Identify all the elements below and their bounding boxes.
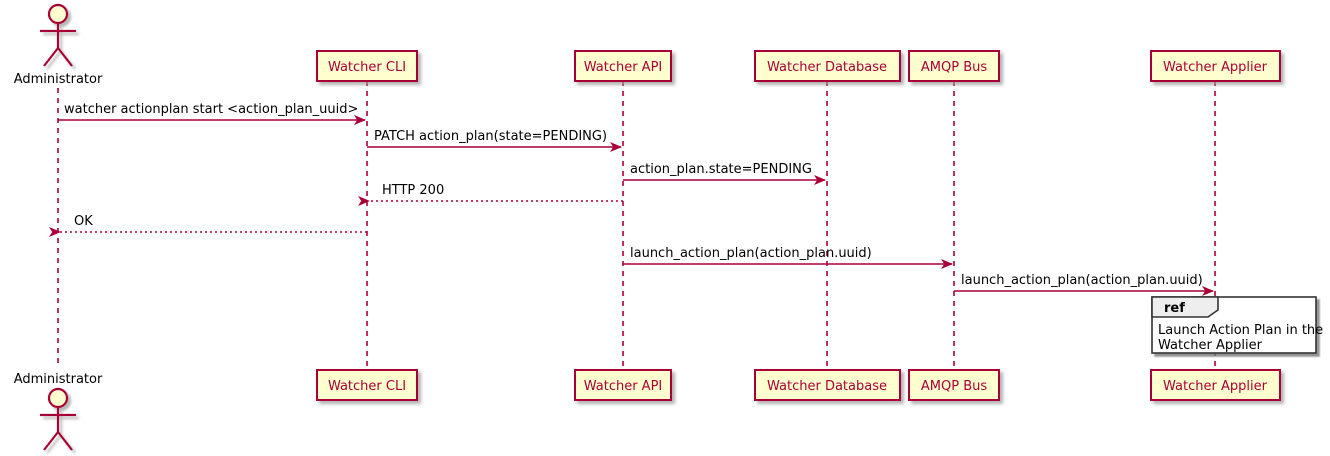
participant-label-watcher-api-bottom: Watcher API — [584, 379, 663, 394]
participant-label-watcher-database-top: Watcher Database — [767, 60, 887, 75]
participant-header-administrator[interactable]: Administrator — [14, 3, 103, 87]
participant-label-watcher-api-top: Watcher API — [584, 60, 663, 75]
participant-header-watcher-api[interactable]: Watcher API — [574, 50, 672, 82]
message-1: watcher actionplan start <action_plan_uu… — [58, 102, 366, 125]
participant-label-watcher-applier-bottom: Watcher Applier — [1163, 379, 1268, 394]
participant-label-watcher-database-bottom: Watcher Database — [767, 379, 887, 394]
message-6: launch_action_plan(action_plan.uuid) — [623, 246, 953, 269]
ref-fragment-line-2: Watcher Applier — [1158, 338, 1263, 353]
participant-footer-watcher-database[interactable]: Watcher Database — [754, 369, 901, 401]
participant-label-amqp-bus-bottom: AMQP Bus — [921, 379, 987, 394]
lifelines — [57, 81, 1216, 370]
participant-footer-watcher-api[interactable]: Watcher API — [574, 369, 672, 401]
ref-fragment-tag-label: ref — [1164, 301, 1185, 316]
participant-box-watcher-database-bottom — [754, 369, 901, 401]
actor-icon-bottom — [40, 387, 76, 451]
participant-label-watcher-cli-bottom: Watcher CLI — [328, 379, 406, 394]
message-2: PATCH action_plan(state=PENDING) — [367, 129, 622, 152]
participant-box-amqp-bus-bottom — [908, 369, 1000, 401]
participant-header-watcher-cli[interactable]: Watcher CLI — [316, 50, 418, 82]
ref-fragment-line-1: Launch Action Plan in the — [1158, 323, 1323, 338]
participant-box-watcher-applier-top — [1150, 50, 1281, 82]
participant-header-watcher-database[interactable]: Watcher Database — [754, 50, 901, 82]
message-label-3: action_plan.state=PENDING — [630, 162, 812, 177]
participant-label-watcher-cli-top: Watcher CLI — [328, 60, 406, 75]
participant-footer-administrator[interactable]: Administrator — [14, 372, 103, 451]
participant-footer-watcher-cli[interactable]: Watcher CLI — [316, 369, 418, 401]
participant-label-amqp-bus-top: AMQP Bus — [921, 60, 987, 75]
participant-box-amqp-bus-top — [908, 50, 1000, 82]
participant-box-watcher-cli-bottom — [316, 369, 418, 401]
participant-header-amqp-bus[interactable]: AMQP Bus — [908, 50, 1000, 82]
participant-label-administrator-bottom: Administrator — [14, 372, 103, 387]
participant-box-watcher-applier-bottom — [1150, 369, 1281, 401]
message-label-4: HTTP 200 — [382, 183, 444, 198]
message-label-1: watcher actionplan start <action_plan_uu… — [64, 102, 358, 117]
message-5: OK — [49, 214, 367, 237]
message-7: launch_action_plan(action_plan.uuid) — [954, 273, 1214, 296]
message-3: action_plan.state=PENDING — [623, 162, 826, 185]
participant-footer-amqp-bus[interactable]: AMQP Bus — [908, 369, 1000, 401]
participant-box-watcher-database-top — [754, 50, 901, 82]
participant-header-watcher-applier[interactable]: Watcher Applier — [1150, 50, 1281, 82]
message-4: HTTP 200 — [358, 183, 623, 206]
ref-fragment[interactable]: ref Launch Action Plan in the Watcher Ap… — [1151, 296, 1323, 354]
participant-label-administrator-top: Administrator — [14, 72, 103, 87]
message-label-2: PATCH action_plan(state=PENDING) — [374, 129, 607, 144]
participant-box-watcher-api-top — [574, 50, 672, 82]
message-label-5: OK — [74, 214, 93, 229]
ref-fragment-tag-shape — [1151, 296, 1219, 318]
actor-icon-top — [40, 3, 76, 67]
participant-box-watcher-cli-top — [316, 50, 418, 82]
message-label-7: launch_action_plan(action_plan.uuid) — [961, 273, 1203, 288]
participant-label-watcher-applier-top: Watcher Applier — [1163, 60, 1268, 75]
participant-box-watcher-api-bottom — [574, 369, 672, 401]
message-label-6: launch_action_plan(action_plan.uuid) — [630, 246, 872, 261]
participant-footer-watcher-applier[interactable]: Watcher Applier — [1150, 369, 1281, 401]
